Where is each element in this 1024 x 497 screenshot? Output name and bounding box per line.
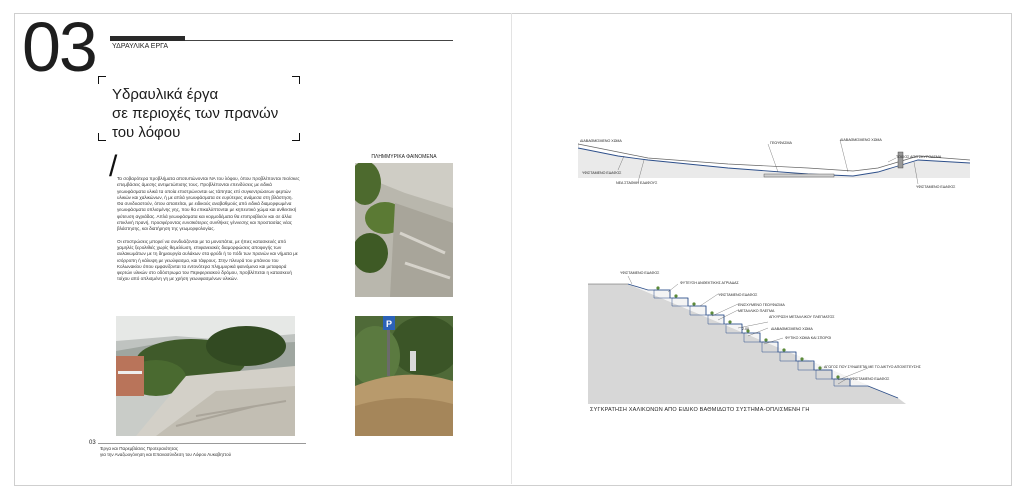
label-compacted-soil-right: ΔΙΑΒΑΘΜΙΣΜΕΝΟ ΧΩΜΑ xyxy=(840,138,882,142)
header-bar xyxy=(110,36,185,41)
body-paragraph-1: Τα σοβαρότερα προβλήματα αποτυπώνονται Ν… xyxy=(117,176,300,232)
label-existing-ground-top: ΥΦΙΣΤΑΜΕΝΟ ΕΔΑΦΟΣ xyxy=(620,271,660,275)
label-soil-and-seeds: ΦΥΤΙΚΟ ΧΩΜΑ ΚΑΙ ΣΠΟΡΟΙ xyxy=(785,336,831,340)
label-existing-ground-bottom: ΥΦΙΣΤΑΜΕΝΟ ΕΔΑΦΟΣ xyxy=(850,377,890,381)
body-paragraph-2: Οι επιστρώσεις μπορεί να συνδυάζονται με… xyxy=(117,238,298,282)
label-existing-ground-left: ΥΦΙΣΤΑΜΕΝΟ ΕΔΑΦΟΣ xyxy=(582,171,622,175)
corner-mark-top-left xyxy=(98,76,106,84)
footer-page-number: 03 xyxy=(89,440,96,446)
title-line-3: του λόφου xyxy=(112,124,181,141)
label-existing-ground-right: ΥΦΙΣΤΑΜΕΝΟ ΕΔΑΦΟΣ xyxy=(916,185,956,189)
slash-mark: / xyxy=(109,150,118,183)
page-title: Υδραυλικά έργα σε περιοχές των πρανών το… xyxy=(112,85,302,142)
page-fold xyxy=(511,13,512,484)
label-existing-ground-mid: ΥΦΙΣΤΑΜΕΝΟ ΕΔΑΦΟΣ xyxy=(718,293,758,297)
label-reinforced-geotextile: ΕΝΙΣΧΥΜΕΝΟ ΓΕΩΥΦΑΣΜΑ xyxy=(738,303,785,307)
label-geotextile: ΓΕΩΥΦΑΣΜΑ xyxy=(770,141,793,145)
hillside-photo xyxy=(116,316,295,436)
label-anchoring: ΑΓΚΥΡΩΣΗ ΜΕΤΑΛΛΙΚΟΥ ΠΛΕΓΜΑΤΟΣ xyxy=(769,315,835,319)
section-label: ΥΔΡΑΥΛΙΚΑ ΕΡΓΑ xyxy=(112,43,169,50)
footer-caption: Έργα και Παρεμβάσεις Προτεραιότητας για … xyxy=(100,446,231,457)
footer-caption-line-1: Έργα και Παρεμβάσεις Προτεραιότητας xyxy=(100,446,179,451)
label-drain-pipe: ΑΓΩΓΟΣ ΠΟΥ ΣΥΝΔΕΕΤΑΙ ΜΕ ΤΟ ΔΙΚΤΥΟ ΑΠΟΧΕΤ… xyxy=(824,365,922,369)
label-compacted-soil: ΔΙΑΒΑΘΜΙΣΜΕΝΟ ΧΩΜΑ xyxy=(771,327,813,331)
corner-mark-bottom-right xyxy=(292,133,300,141)
body-text: Τα σοβαρότερα προβλήματα αποτυπώνονται Ν… xyxy=(117,176,300,289)
flood-photo-2: P xyxy=(355,316,453,436)
chapter-number: 03 xyxy=(22,8,98,86)
photos-title: ΠΛΗΜΜΥΡΙΚΑ ΦΑΙΝΟΜΕΝΑ xyxy=(371,154,437,160)
flood-photo-1 xyxy=(355,163,453,297)
terrace-section-diagram: ΥΦΙΣΤΑΜΕΝΟ ΕΔΑΦΟΣ ΦΥΤΕΥΣΗ ΑΝΘΕΚΤΙΚΗΣ ΑΓΡ… xyxy=(588,271,922,404)
footer-caption-line-2: για την Αναζωογόνηση και Επανασύνδεση το… xyxy=(100,451,232,457)
label-new-ground-level: ΝΕΑ ΣΤΑΘΜΗ ΕΔΑΦΟΥΣ xyxy=(616,181,658,185)
cross-section-diagram: ΔΙΑΒΑΘΜΙΣΜΕΝΟ ΧΩΜΑ ΓΕΩΥΦΑΣΜΑ ΔΙΑΒΑΘΜΙΣΜΕ… xyxy=(578,138,970,189)
label-metal-mesh: ΜΕΤΑΛΛΙΚΟ ΠΛΕΓΜΑ xyxy=(738,309,775,313)
label-compacted-soil-left: ΔΙΑΒΑΘΜΙΣΜΕΝΟ ΧΩΜΑ xyxy=(580,139,622,143)
label-plants: ΦΥΤΕΥΣΗ ΑΝΘΕΚΤΙΚΗΣ ΑΓΡΙΑΔΑΣ xyxy=(680,281,740,285)
title-line-1: Υδραυλικά έργα xyxy=(112,86,219,103)
label-concrete-wall: ΤΟΙΧΟΣ ΑΠΟ ΣΚΥΡΟΔΕΜΑ xyxy=(896,155,942,159)
header-rule xyxy=(185,40,453,41)
label-dimension: 2.00 xyxy=(742,327,749,331)
corner-mark-top-right xyxy=(292,76,300,84)
title-line-2: σε περιοχές των πρανών xyxy=(112,105,279,122)
diagram-caption: ΣΥΓΚΡΑΤΗΣΗ ΧΑΛΙΚΩΝΩΝ ΑΠΟ ΕΙΔΙΚΟ ΒΑΘΜΙΔΩΤ… xyxy=(590,407,810,413)
corner-mark-bottom-left xyxy=(98,133,106,141)
footer-rule xyxy=(98,443,306,444)
svg-text:P: P xyxy=(386,319,392,329)
